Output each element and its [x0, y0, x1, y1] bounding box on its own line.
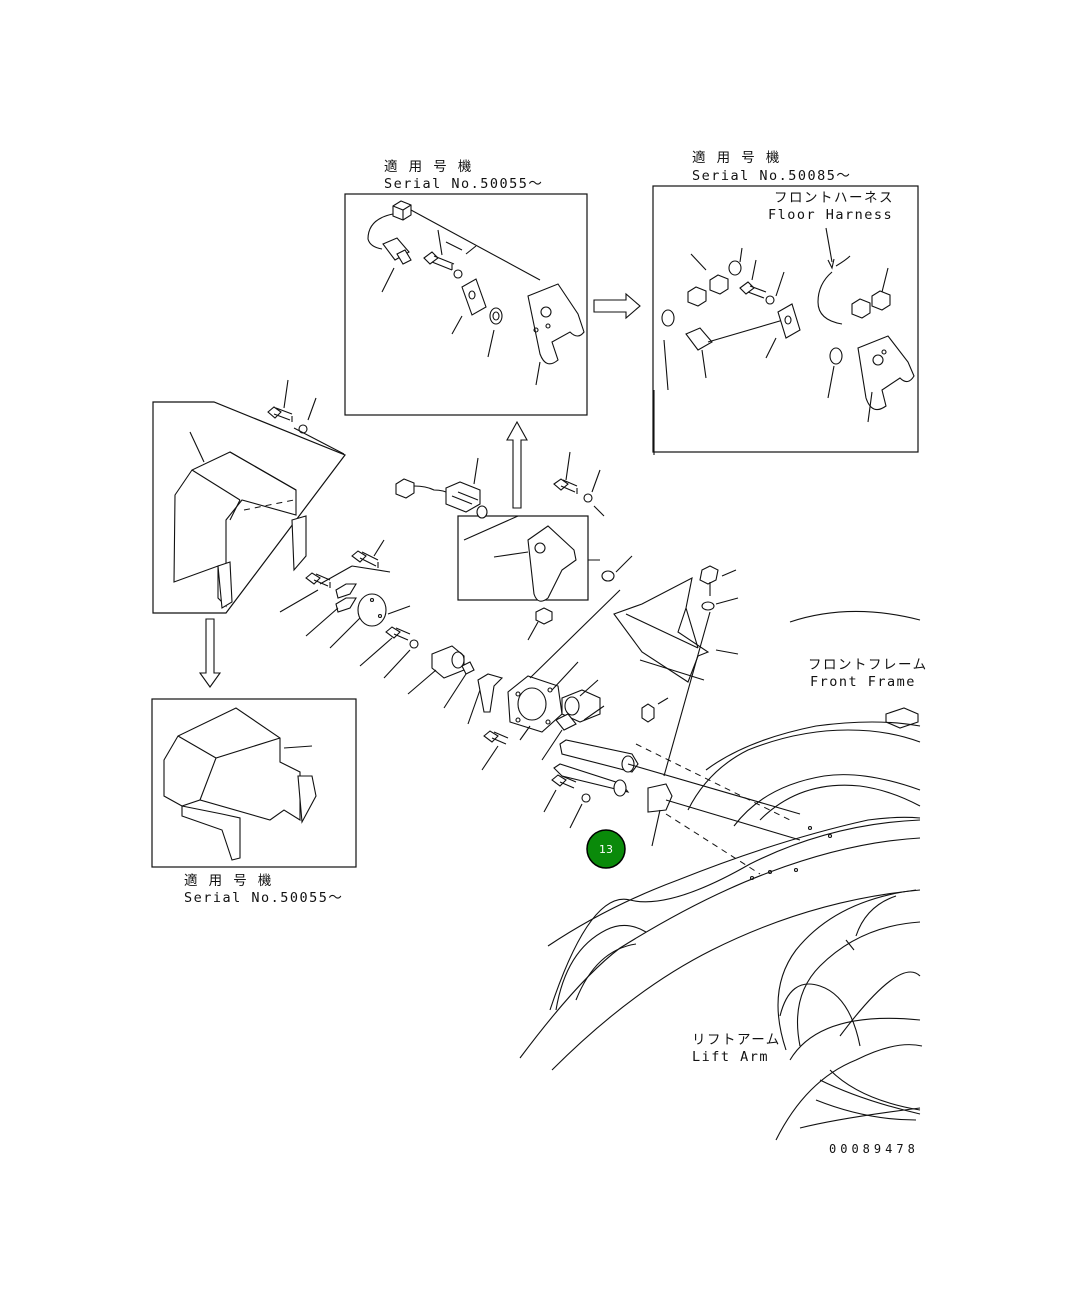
frame-outline: [519, 610, 923, 1141]
label-applicable-serial-jp-1: 適 用 号 機: [384, 158, 473, 175]
down-arrow: [198, 618, 222, 688]
label-front-frame-en: Front Frame: [810, 674, 916, 690]
label-floor-harness-en: Floor Harness: [768, 207, 893, 223]
up-arrow: [506, 420, 528, 509]
cover-box-upper: [152, 379, 346, 614]
callout-13[interactable]: 13: [586, 829, 626, 869]
inset-box-serial-50055-top: [344, 193, 588, 416]
label-applicable-serial-jp-2: 適 用 号 機: [692, 149, 781, 166]
right-arrow: [593, 292, 641, 320]
label-lift-arm-en: Lift Arm: [692, 1049, 769, 1065]
callout-badge-circle[interactable]: [586, 829, 626, 869]
label-lift-arm-jp: リフトアーム: [692, 1032, 781, 1048]
callout-badge-number: 13: [599, 843, 613, 856]
label-front-frame-jp: フロントフレーム: [808, 657, 928, 673]
label-serial-50055-top: Serial No.50055～: [384, 176, 543, 192]
main-assembly: [279, 420, 801, 875]
label-serial-50055-bottom: Serial No.50055～: [184, 890, 343, 906]
inset-box-serial-50085: [652, 185, 919, 455]
inset-box-serial-50055-bottom: [151, 698, 357, 868]
drawing-number: 00089478: [829, 1142, 919, 1156]
label-serial-50085: Serial No.50085～: [692, 168, 851, 184]
label-applicable-serial-jp-3: 適 用 号 機: [184, 872, 273, 889]
label-floor-harness-jp: フロントハーネス: [774, 190, 894, 206]
